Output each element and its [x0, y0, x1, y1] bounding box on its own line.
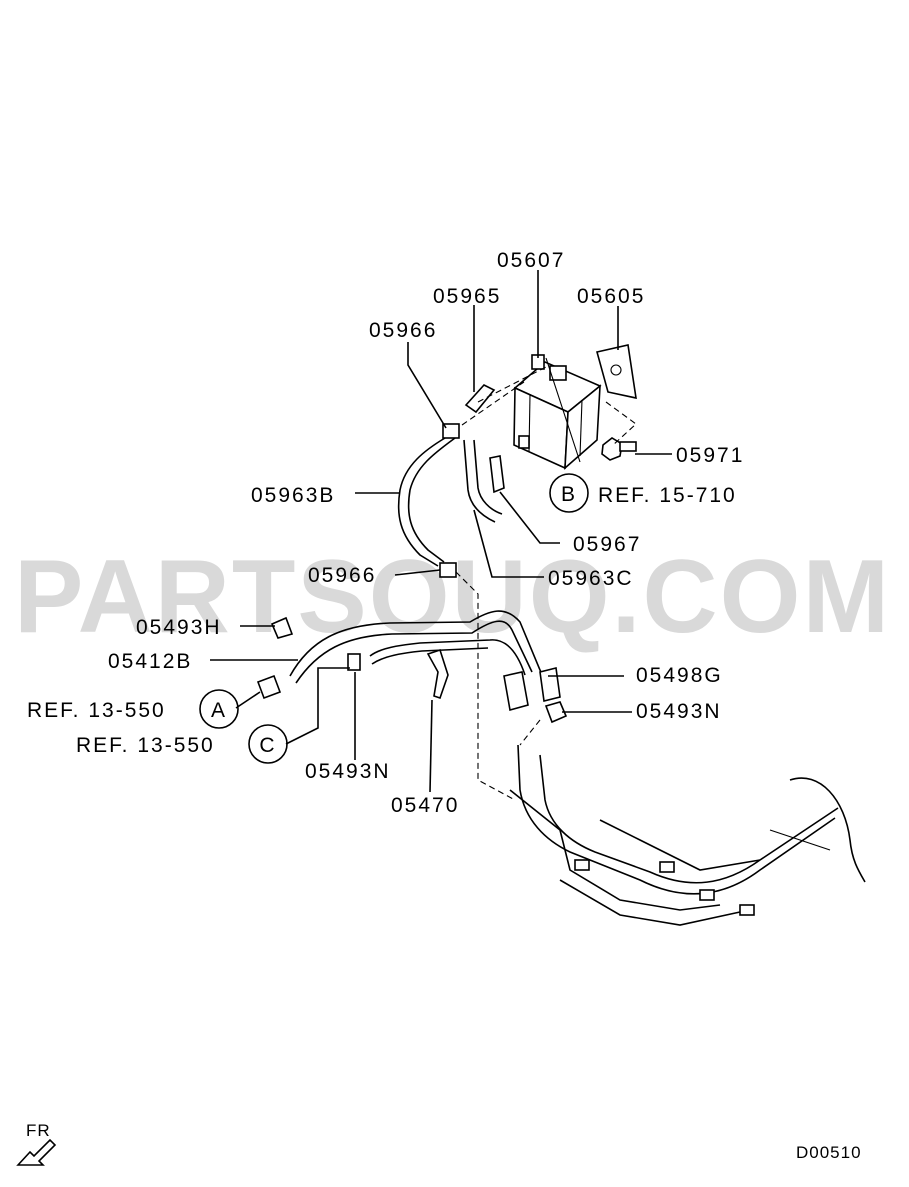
label-05412B[interactable]: 05412B [108, 650, 192, 673]
callout-a-circle [199, 689, 239, 729]
clip-05967-drawing [489, 455, 505, 494]
label-05493N-right[interactable]: 05493N [636, 700, 722, 723]
label-05493N-bottom[interactable]: 05493N [305, 760, 391, 783]
callout-b: B [561, 483, 577, 506]
clamp-05966-top-drawing [442, 423, 460, 439]
label-05963B[interactable]: 05963B [251, 484, 335, 507]
hose-05963B-drawing [397, 437, 446, 567]
bracket-05605-drawing [596, 344, 637, 400]
fr-label: FR [26, 1121, 51, 1140]
ref-13-550-a[interactable]: REF. 13-550 [27, 699, 166, 722]
label-05607[interactable]: 05607 [497, 249, 565, 272]
bracket-05965-drawing [464, 384, 496, 414]
label-05966-mid[interactable]: 05966 [308, 564, 376, 587]
clamp-05966-mid-drawing [439, 562, 457, 578]
watermark: PARTSOUQ.COM [14, 539, 891, 655]
clip-05493H-drawing [270, 616, 294, 639]
callout-b-circle [549, 473, 589, 513]
leader-lines [210, 270, 672, 801]
callout-c: C [259, 734, 276, 757]
ref-15-710[interactable]: REF. 15-710 [598, 484, 737, 507]
valve-05470-drawing [426, 648, 449, 700]
label-05963C[interactable]: 05963C [548, 567, 634, 590]
callout-c-circle [248, 724, 288, 764]
label-05470[interactable]: 05470 [391, 794, 459, 817]
label-05498G[interactable]: 05498G [636, 664, 723, 687]
callout-a: A [211, 699, 227, 722]
label-05967[interactable]: 05967 [573, 533, 641, 556]
fr-arrow-icon [16, 1138, 57, 1166]
label-05965[interactable]: 05965 [433, 285, 501, 308]
label-05605[interactable]: 05605 [577, 285, 645, 308]
clamp-05493N-bottom-drawing [347, 653, 361, 671]
label-05966-top[interactable]: 05966 [369, 319, 437, 342]
label-05971[interactable]: 05971 [676, 444, 744, 467]
canister-drawing [513, 354, 602, 470]
clamp-05493N-right-drawing [544, 701, 568, 724]
bolt-05971-drawing [601, 437, 637, 461]
ref-13-550-c[interactable]: REF. 13-550 [76, 734, 215, 757]
connector-a-drawing [256, 674, 282, 700]
label-05493H[interactable]: 05493H [136, 616, 222, 639]
front-direction-indicator: FR [16, 1121, 57, 1166]
diagram-code: D00510 [796, 1143, 862, 1162]
